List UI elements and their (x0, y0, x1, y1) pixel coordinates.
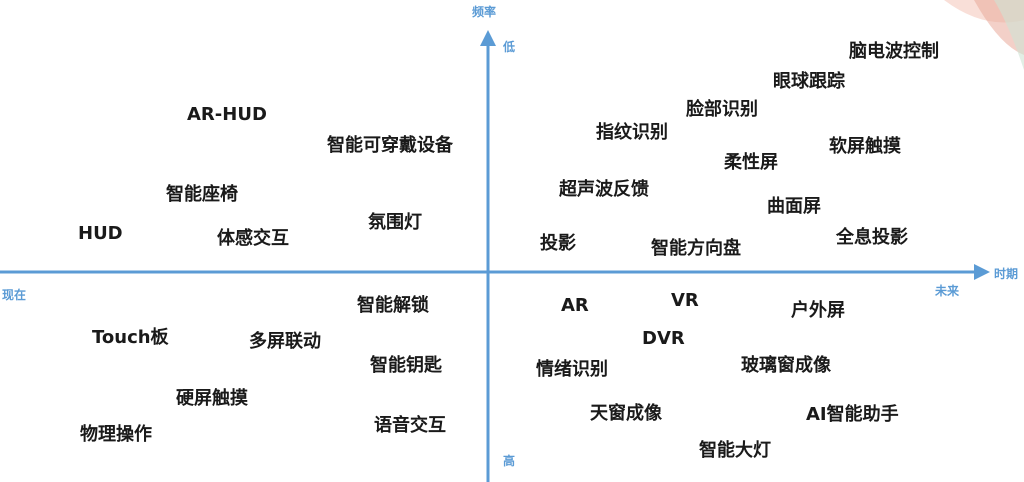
term-curved-screen: 曲面屏 (767, 196, 821, 217)
y-axis-arrow (480, 30, 496, 46)
term-multi-screen-link: 多屏联动 (249, 331, 321, 352)
term-ultrasonic-feedback: 超声波反馈 (559, 179, 649, 200)
x-axis-right-label: 未来 (935, 284, 960, 298)
term-ar: AR (561, 295, 589, 316)
term-holographic-projection: 全息投影 (836, 227, 908, 248)
corner-decoration (944, 0, 1024, 70)
term-ambient-light: 氛围灯 (368, 212, 422, 233)
term-soft-screen-touch: 软屏触摸 (829, 136, 901, 157)
term-hard-screen-touch: 硬屏触摸 (176, 388, 248, 409)
term-fingerprint-recognition: 指纹识别 (596, 122, 668, 143)
y-axis-bottom-label: 高 (503, 454, 516, 468)
x-axis-left-label: 现在 (2, 288, 27, 302)
term-window-imaging: 玻璃窗成像 (741, 355, 831, 376)
y-axis-title: 频率 (472, 5, 497, 19)
term-hud: HUD (78, 223, 123, 244)
term-face-recognition: 脸部识别 (686, 99, 758, 120)
x-axis-arrow (974, 264, 990, 280)
term-ar-hud: AR-HUD (187, 104, 267, 125)
x-axis-title: 时期 (994, 267, 1019, 281)
term-voice-interaction: 语音交互 (374, 415, 446, 436)
term-smart-seat: 智能座椅 (166, 184, 238, 205)
term-smart-headlights: 智能大灯 (699, 440, 771, 461)
term-smart-key: 智能钥匙 (370, 355, 442, 376)
term-brainwave-control: 脑电波控制 (849, 41, 939, 62)
term-smart-wearables: 智能可穿戴设备 (327, 135, 453, 156)
y-axis-top-label: 低 (503, 40, 516, 54)
term-ai-assistant: AI智能助手 (806, 404, 899, 425)
term-sunroof-imaging: 天窗成像 (590, 403, 662, 424)
term-flexible-screen: 柔性屏 (724, 152, 778, 173)
term-smart-unlock: 智能解锁 (357, 295, 429, 316)
term-dvr: DVR (642, 328, 685, 349)
term-eye-tracking: 眼球跟踪 (773, 71, 845, 92)
term-touchpad: Touch板 (92, 327, 169, 348)
term-outdoor-screen: 户外屏 (791, 300, 845, 321)
term-smart-steering-wheel: 智能方向盘 (651, 238, 741, 259)
term-emotion-recognition: 情绪识别 (536, 359, 608, 380)
term-vr: VR (671, 290, 699, 311)
term-physical-operation: 物理操作 (80, 424, 152, 445)
term-motion-interaction: 体感交互 (217, 228, 289, 249)
term-projection: 投影 (540, 233, 576, 254)
